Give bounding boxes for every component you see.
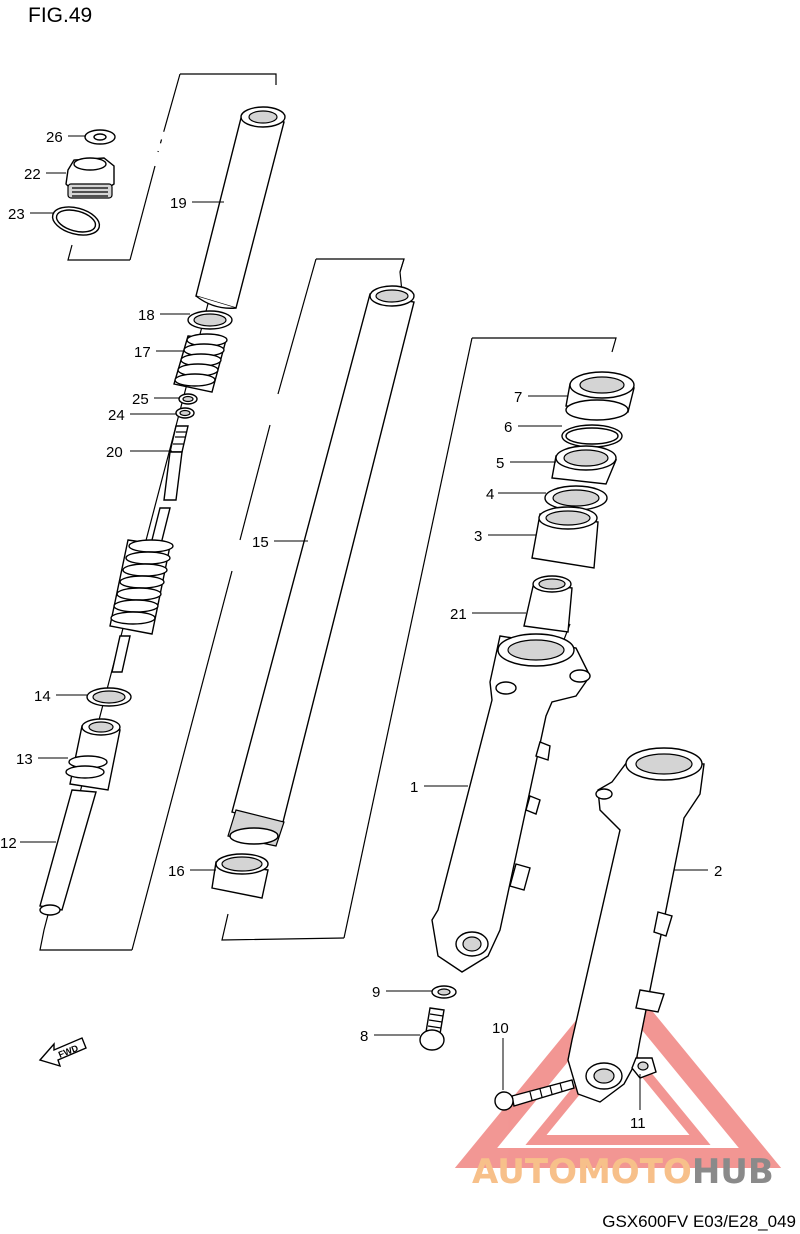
- figure-title: FIG.49: [28, 4, 93, 27]
- callout-labels: 26 22 23 19 18 17 25 24 20 15 14 13 12 1…: [0, 129, 722, 1132]
- callout-10: 10: [492, 1020, 509, 1037]
- callout-14: 14: [34, 688, 51, 705]
- fwd-label: FWD: [57, 1043, 80, 1060]
- callout-19: 19: [170, 195, 187, 212]
- callout-12: 12: [0, 835, 17, 852]
- part-11-nut: [631, 1057, 657, 1079]
- callout-7: 7: [514, 389, 522, 406]
- part-10-axle-bolt: [494, 1079, 575, 1111]
- watermark-text-gray: HUB: [692, 1152, 774, 1192]
- watermark-text-orange: AUTOMOTO: [472, 1152, 692, 1192]
- callout-5: 5: [496, 455, 504, 472]
- part-19-spacer-tube: [195, 106, 286, 309]
- part-3-guide-bushing: [531, 506, 599, 569]
- group-bracket-cap: [67, 73, 277, 261]
- callout-3: 3: [474, 528, 482, 545]
- callout-16: 16: [168, 863, 185, 880]
- part-15-inner-tube: [227, 285, 415, 847]
- part-8-bolt: [419, 1007, 445, 1051]
- part-25-ring: [178, 393, 198, 405]
- callout-15: 15: [252, 534, 269, 551]
- part-13-oil-lock-piece: [65, 718, 121, 791]
- leader-lines: [20, 135, 708, 1110]
- group-bracket-inner: [39, 258, 405, 951]
- part-21-slide-bushing: [523, 575, 573, 633]
- callout-2: 2: [714, 863, 722, 880]
- part-22-cap-bolt: [65, 157, 115, 199]
- part-14-ring: [86, 687, 132, 707]
- fwd-direction-arrow: FWD: [38, 1037, 87, 1068]
- callout-8: 8: [360, 1028, 368, 1045]
- callout-13: 13: [16, 751, 33, 768]
- callout-1: 1: [410, 779, 418, 796]
- part-1-outer-tube: [431, 633, 591, 973]
- part-5-oil-seal: [551, 445, 618, 485]
- part-4-seal-spacer: [544, 485, 608, 511]
- callout-25: 25: [132, 391, 149, 408]
- callout-9: 9: [372, 984, 380, 1001]
- callout-24: 24: [108, 407, 125, 424]
- callout-26: 26: [46, 129, 63, 146]
- part-17-spring: [173, 333, 228, 393]
- part-7-dust-seal: [565, 371, 635, 421]
- callout-20: 20: [106, 444, 123, 461]
- callout-6: 6: [504, 419, 512, 436]
- callout-22: 22: [24, 166, 41, 183]
- part-18-washer: [187, 310, 233, 330]
- callout-17: 17: [134, 344, 151, 361]
- svg-text:AUTOMOTOHUB: AUTOMOTOHUB: [472, 1152, 774, 1192]
- callout-11: 11: [630, 1115, 646, 1132]
- part-24-ring: [175, 407, 195, 419]
- part-16-bushing: [211, 853, 269, 899]
- callout-21: 21: [450, 606, 467, 623]
- part-2-outer-tube: [567, 747, 705, 1103]
- part-12-damper-cylinder: [39, 789, 97, 916]
- part-20-damper-rod: [109, 425, 189, 673]
- callout-23: 23: [8, 206, 25, 223]
- part-23-o-ring: [51, 206, 101, 236]
- part-6-stopper-ring: [561, 424, 623, 448]
- part-9-gasket: [431, 985, 457, 999]
- part-26-washer: [84, 129, 116, 145]
- watermark-logo: AUTOMOTOHUB: [472, 1152, 774, 1192]
- figure-footer-code: GSX600FV E03/E28_049: [602, 1212, 796, 1231]
- callout-18: 18: [138, 307, 155, 324]
- callout-4: 4: [486, 486, 494, 503]
